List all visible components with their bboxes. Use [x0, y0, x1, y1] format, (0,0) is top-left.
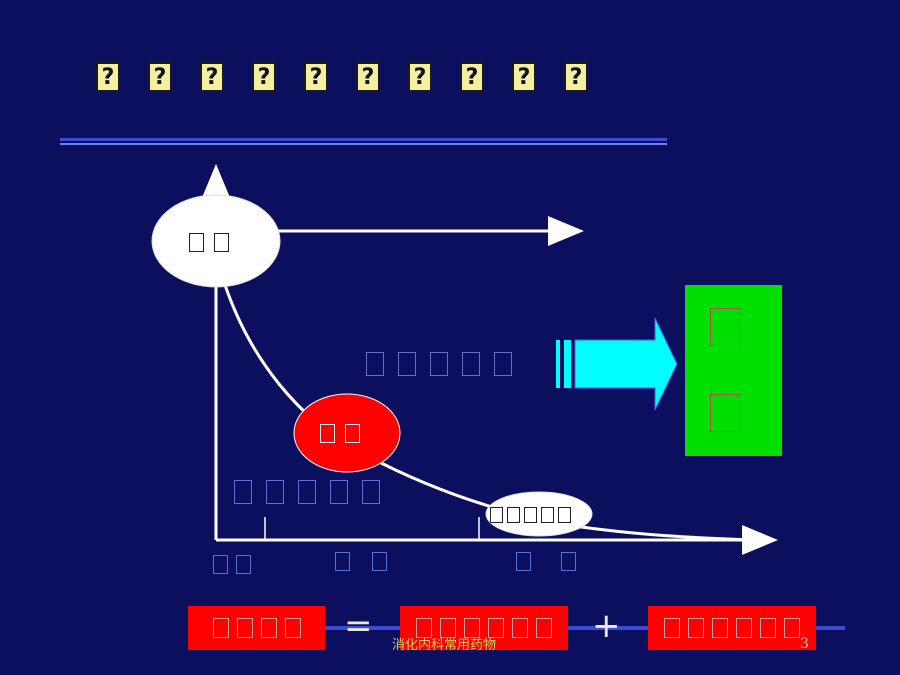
title-rule-thin	[60, 143, 667, 145]
cyan-arrow	[574, 317, 678, 411]
top-ellipse-label	[189, 233, 229, 252]
decay-curve	[222, 281, 753, 542]
small-ellipse	[485, 491, 593, 537]
curve-label	[234, 480, 380, 504]
title-glyph: ?	[304, 62, 328, 92]
x-axis-label-end	[516, 552, 576, 571]
red-ellipse	[293, 393, 401, 473]
title-glyph: ?	[564, 62, 588, 92]
title-glyph: ?	[512, 62, 536, 92]
plus-sign: +	[592, 606, 621, 646]
arrow-bar	[556, 340, 560, 388]
equation-box-1	[188, 606, 325, 650]
title-glyph: ?	[96, 62, 120, 92]
title-glyph: ?	[460, 62, 484, 92]
title-glyph: ?	[200, 62, 224, 92]
arrow-label	[366, 352, 512, 376]
title-glyph: ?	[356, 62, 380, 92]
title-glyph: ?	[408, 62, 432, 92]
x-axis-label-origin	[213, 555, 251, 574]
small-ellipse-label	[490, 507, 571, 523]
title-rule	[60, 138, 667, 141]
red-ellipse-label	[320, 424, 360, 443]
page-title: ? ? ? ? ? ? ? ? ? ?	[96, 62, 588, 92]
equation-box-3	[648, 606, 816, 650]
top-ellipse	[151, 194, 281, 288]
title-glyph: ?	[148, 62, 172, 92]
footer-text: 消化内科常用药物	[392, 638, 497, 653]
title-glyph: ?	[252, 62, 276, 92]
equation-box-2	[400, 606, 568, 650]
arrow-bar	[564, 340, 571, 388]
green-box	[685, 285, 782, 456]
x-axis-label-mid	[335, 552, 387, 571]
equals-sign: =	[344, 606, 373, 646]
green-box-label	[710, 308, 740, 432]
page-number: 3	[800, 636, 809, 652]
